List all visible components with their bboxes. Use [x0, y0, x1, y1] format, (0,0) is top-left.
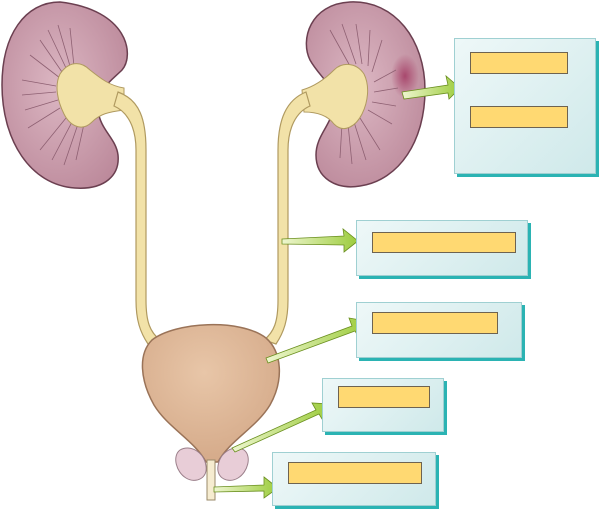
kidney-label-panel [454, 38, 596, 174]
left-kidney-pyramids [21, 24, 85, 166]
right-ureter [262, 91, 311, 345]
left-renal-pelvis [56, 63, 125, 128]
prostate-blank-label[interactable] [338, 386, 430, 408]
ureter-label-panel [356, 220, 528, 276]
prostate-left-lobe [175, 447, 207, 481]
prostate-label-panel [322, 378, 444, 432]
right-kidney-pyramids [329, 23, 399, 165]
urethra-blank-label[interactable] [288, 462, 422, 484]
right-renal-pelvis [301, 64, 369, 129]
arrow-ureter [281, 228, 359, 253]
arrow-urethra [213, 476, 279, 499]
left-ureter [113, 91, 162, 345]
urinary-bladder [141, 324, 281, 463]
kidney-blank-label-2[interactable] [470, 106, 568, 128]
right-kidney [301, 1, 426, 188]
left-kidney [1, 1, 129, 189]
bladder-blank-label[interactable] [372, 312, 498, 334]
ureter-blank-label[interactable] [372, 232, 516, 253]
kidney-blank-label-1[interactable] [470, 52, 568, 74]
right-kidney-highlight [391, 54, 419, 98]
urethra-label-panel [272, 452, 436, 506]
prostate-right-lobe [217, 447, 249, 481]
bladder-label-panel [356, 302, 522, 358]
urethra [206, 459, 216, 501]
